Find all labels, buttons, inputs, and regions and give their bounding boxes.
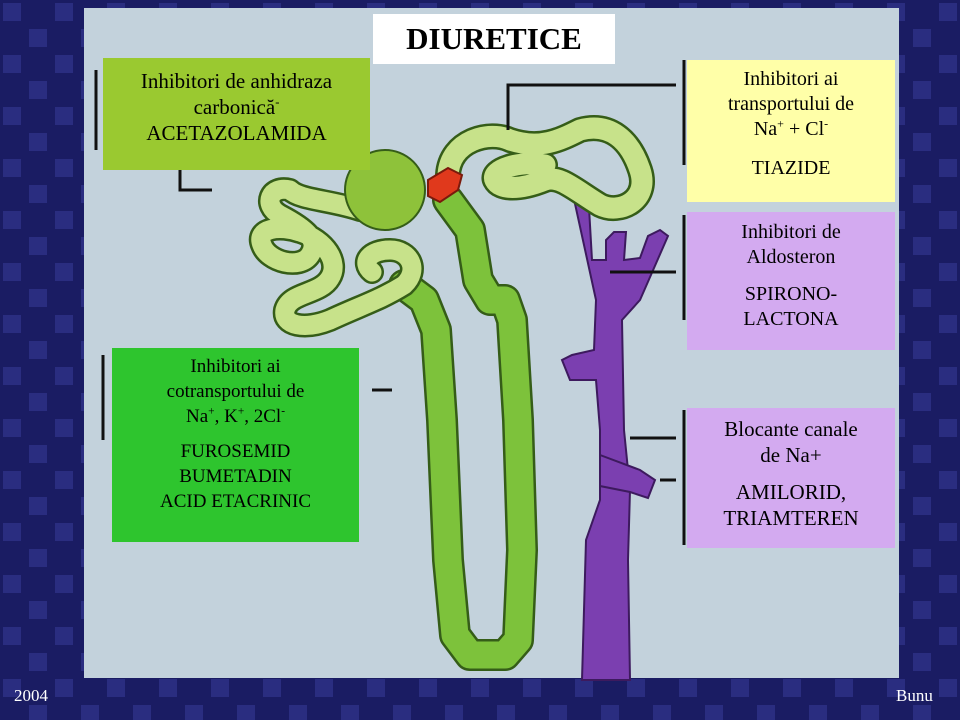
glomerulus [344, 149, 426, 231]
enac-line1: Blocante canale [724, 417, 858, 441]
loop-line1: Inhibitori ai [190, 356, 281, 377]
enac-drug2: TRIAMTEREN [723, 506, 859, 530]
enac-drug1: AMILORID, [735, 480, 847, 504]
loop-drug-furosemid: FUROSEMID [180, 441, 291, 462]
carbonic-line2: carbonică- [193, 95, 280, 119]
carbonic-anhydrase-box: Inhibitori de anhidraza carbonică- ACETA… [103, 58, 370, 170]
title-box: DIURETICE [373, 14, 615, 64]
thiazide-line2: transportului de [727, 93, 855, 115]
footer-author: Bunu [896, 686, 933, 705]
loop-drug-ethacrynic: ACID ETACRINIC [160, 491, 311, 512]
thiazide-line1: Inhibitori ai [743, 68, 839, 90]
page-title: DIURETICE [406, 21, 582, 56]
thiazide-drug: TIAZIDE [751, 157, 831, 179]
aldo-line2: Aldosteron [746, 246, 836, 268]
macula-densa [427, 166, 464, 204]
aldosterone-inhibitor-box: Inhibitori de Aldosteron SPIRONO- LACTON… [687, 212, 895, 350]
loop-line2: cotransportului de [166, 381, 305, 402]
aldo-drug1: SPIRONO- [744, 283, 838, 305]
distal-tubule [435, 115, 655, 222]
thiazide-box: Inhibitori ai transportului de Na+ + Cl-… [687, 60, 895, 202]
carbonic-drug: ACETAZOLAMIDA [146, 121, 327, 145]
collecting-duct [560, 189, 670, 681]
thiazide-ions: Na+ + Cl- [753, 116, 829, 140]
aldo-drug2: LACTONA [743, 308, 839, 330]
loop-drug-bumetadin: BUMETADIN [179, 466, 292, 487]
proximal-tubule [249, 177, 424, 338]
loop-diuretics-box: Inhibitori ai cotransportului de Na+, K+… [112, 348, 359, 542]
carbonic-line1: Inhibitori de anhidraza [140, 69, 333, 93]
pointer-lines [94, 60, 686, 545]
aldo-line1: Inhibitori de [741, 221, 841, 243]
enac-line2: de Na+ [760, 443, 822, 467]
footer-year: 2004 [14, 686, 48, 705]
loop-ions: Na+, K+, 2Cl- [185, 405, 285, 427]
loop-of-henle [388, 184, 538, 671]
sodium-channel-blocker-box: Blocante canale de Na+ AMILORID, TRIAMTE… [687, 408, 895, 548]
